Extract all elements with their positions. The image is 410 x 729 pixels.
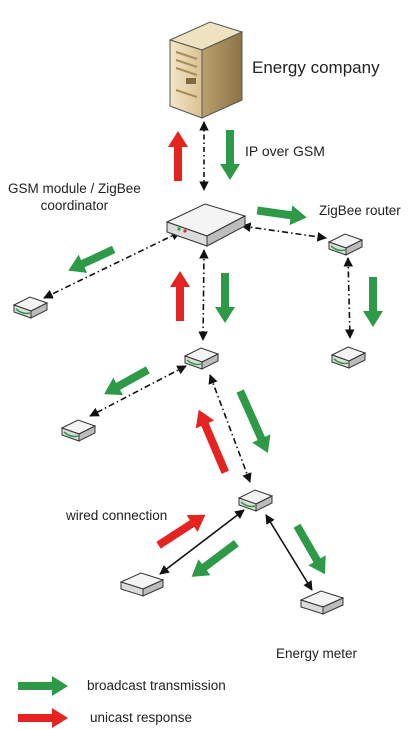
legend-red-arrow <box>18 708 68 728</box>
zigbee-router-icon <box>237 489 274 512</box>
green-arrow <box>215 273 235 323</box>
zigbee-router-icon <box>327 233 364 256</box>
ip-over-gsm-label: IP over GSM <box>245 143 325 159</box>
wired-connection-label: wired connection <box>66 508 168 523</box>
energy-meter-icon <box>119 572 165 597</box>
green-arrow <box>104 366 150 396</box>
energy-meter-label: Energy meter <box>276 646 358 661</box>
link-wired-left <box>159 509 245 575</box>
red-arrow <box>195 409 229 474</box>
legend-unicast-label: unicast response <box>90 710 193 725</box>
green-arrow <box>191 539 239 577</box>
broadcast-arrows <box>68 130 383 577</box>
link-router-router <box>343 257 355 339</box>
legend-broadcast-label: broadcast transmission <box>87 678 226 693</box>
link-coordinator-node-left <box>43 231 181 299</box>
link-wired-meter <box>265 514 313 591</box>
gateway-icon <box>165 203 247 247</box>
device-nodes <box>12 233 367 615</box>
energy-meter-icon <box>299 590 345 615</box>
links <box>43 121 355 591</box>
red-arrow <box>156 514 206 549</box>
link-middle-lower <box>208 374 252 483</box>
zigbee-router-icon <box>12 296 49 319</box>
green-arrow <box>236 389 271 454</box>
zigbee-router-label: ZigBee router <box>319 203 401 218</box>
legend-green-arrow <box>18 676 68 696</box>
green-arrow <box>256 205 307 226</box>
red-arrow <box>168 131 188 181</box>
green-arrow <box>220 130 240 180</box>
server-icon <box>168 21 244 119</box>
gsm-coordinator-label: GSM module / ZigBee coordinator <box>8 180 141 214</box>
gsm-coordinator-label-line2: coordinator <box>40 198 109 213</box>
gsm-coordinator-label-line1: GSM module / ZigBee <box>8 181 141 196</box>
green-arrow <box>363 277 383 327</box>
energy-company-label: Energy company <box>252 58 380 77</box>
green-arrow <box>68 245 116 273</box>
red-arrow <box>170 271 190 321</box>
link-middle-left <box>89 365 187 417</box>
unicast-arrows <box>156 131 229 549</box>
link-coordinator-node-middle <box>198 249 209 341</box>
link-coordinator-router <box>241 222 327 242</box>
zigbee-router-icon <box>330 346 367 369</box>
green-arrow <box>293 523 326 575</box>
zigbee-router-icon <box>183 347 220 370</box>
legend-swatches <box>18 676 68 728</box>
zigbee-router-icon <box>60 419 97 442</box>
